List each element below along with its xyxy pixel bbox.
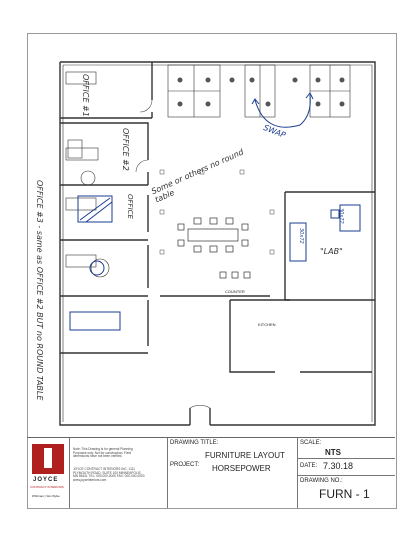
side-note: OFFICE #3 - same as OFFICE #2 BUT no ROU… bbox=[35, 180, 44, 401]
drawing-title: FURNITURE LAYOUT bbox=[205, 451, 285, 460]
date-value: 7.30.18 bbox=[323, 461, 354, 471]
bench-dim-2: 30x72 bbox=[298, 228, 304, 244]
office3-label: OFFICE bbox=[126, 194, 134, 219]
logo-sub: CONTRACT INTERIORS bbox=[30, 485, 64, 489]
scale-label: SCALE: bbox=[300, 440, 322, 446]
bench-dim-1: 30x72 bbox=[338, 208, 344, 224]
scale-value: NTS bbox=[325, 448, 341, 457]
drawing-title-label: DRAWING TITLE: bbox=[170, 440, 219, 446]
logo-text: JOYCE bbox=[33, 477, 59, 483]
project-label: PROJECT: bbox=[170, 462, 200, 468]
title-block: JOYCE CONTRACT INTERIORS Whitman | Van W… bbox=[27, 437, 395, 508]
drawing-no-label: DRAWING NO.: bbox=[300, 478, 343, 484]
logo-tag: Whitman | Van Wyke bbox=[32, 494, 60, 498]
walls bbox=[59, 61, 376, 426]
office1-label: OFFICE #1 bbox=[81, 74, 90, 117]
swap-arrow bbox=[254, 94, 311, 128]
drawing-no: FURN - 1 bbox=[319, 487, 370, 501]
notes-cell: Note: This Drawing is for general Planni… bbox=[69, 438, 168, 508]
company-address: JOYCE CONTRACT INTERIORS INC. 1111 PLYMO… bbox=[73, 467, 145, 482]
conference-table bbox=[177, 217, 251, 279]
drawing-info-cell: DRAWING TITLE: FURNITURE LAYOUT PROJECT:… bbox=[167, 438, 298, 508]
counter-label: COUNTER bbox=[225, 289, 245, 294]
scale-date-cell: SCALE: NTS DATE: 7.30.18 DRAWING NO.: FU… bbox=[297, 438, 395, 508]
blue-furniture bbox=[69, 195, 340, 331]
workstations bbox=[167, 64, 351, 118]
logo-cell: JOYCE CONTRACT INTERIORS Whitman | Van W… bbox=[27, 438, 70, 508]
lab-label: "LAB" bbox=[320, 247, 343, 256]
office2-label: OFFICE #2 bbox=[121, 128, 130, 171]
disclaimer-note: Note: This Drawing is for general Planni… bbox=[73, 447, 133, 459]
drawing-sheet bbox=[27, 33, 397, 509]
kitchen-label: KITCHEN bbox=[258, 322, 276, 327]
date-label: DATE: bbox=[300, 463, 318, 469]
project-name: HORSEPOWER bbox=[212, 464, 271, 473]
